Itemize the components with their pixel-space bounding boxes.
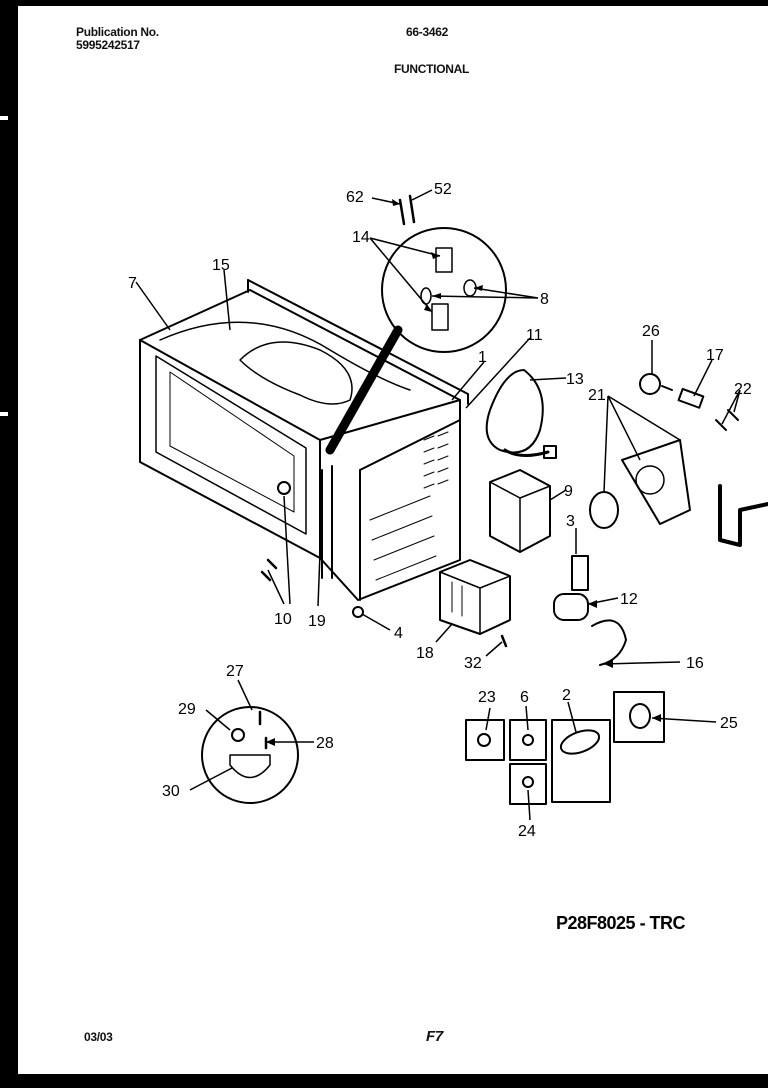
leader-1	[451, 361, 485, 401]
leader-29	[205, 709, 231, 731]
leader-2	[567, 701, 577, 733]
leader-10	[267, 495, 291, 605]
leader-7	[135, 281, 171, 331]
leader-4	[361, 613, 391, 631]
page-number: F7	[426, 1028, 443, 1045]
leader-24	[527, 789, 531, 821]
leader-14	[369, 237, 441, 313]
leader-32	[485, 641, 503, 657]
leader-16	[603, 661, 681, 665]
part-label-22: 22	[734, 381, 752, 398]
leader-23	[485, 707, 491, 731]
leader-11	[465, 337, 531, 409]
kit-box-24	[509, 763, 547, 805]
cabinet-top	[139, 289, 461, 441]
part-label-16: 16	[686, 655, 704, 672]
model-code: 66-3462	[406, 25, 448, 39]
leader-22	[721, 389, 741, 425]
leader-52	[411, 189, 433, 201]
part-label-12: 12	[620, 591, 638, 608]
leader-6	[525, 705, 529, 731]
capacitor	[553, 593, 589, 621]
kit-box-2	[551, 719, 611, 803]
part-label-18: 18	[416, 645, 434, 662]
leader-21	[603, 395, 681, 493]
leader-27	[237, 679, 253, 711]
part-label-32: 32	[464, 655, 482, 672]
part-label-23: 23	[478, 689, 496, 706]
magnetron	[489, 469, 551, 553]
leader-17	[693, 359, 713, 397]
model-number: P28F8025 - TRC	[556, 913, 686, 933]
leader-30	[189, 767, 233, 791]
footer-date: 03/03	[84, 1030, 113, 1044]
part-label-17: 17	[706, 347, 724, 364]
part-label-9: 9	[564, 483, 573, 500]
edge-mark	[0, 116, 8, 120]
leader-15	[223, 269, 231, 331]
part-label-19: 19	[308, 613, 326, 630]
detail-circle-switches	[381, 227, 507, 353]
cabinet-front-frame	[139, 339, 321, 559]
part-label-6: 6	[520, 689, 529, 706]
leader-19	[317, 499, 323, 607]
part-label-21: 21	[588, 387, 606, 404]
part-label-3: 3	[566, 513, 575, 530]
power-cord	[485, 369, 544, 454]
part-label-25: 25	[720, 715, 738, 732]
part-label-52: 52	[434, 181, 452, 198]
transformer	[439, 559, 511, 635]
part-label-24: 24	[518, 823, 536, 840]
leader-9	[549, 489, 567, 501]
kit-box-25	[613, 691, 665, 743]
part-label-28: 28	[316, 735, 334, 752]
leader-25	[651, 717, 717, 723]
part-label-10: 10	[274, 611, 292, 628]
part-label-8: 8	[540, 291, 549, 308]
publication-label: Publication No.	[76, 25, 159, 39]
part-label-30: 30	[162, 783, 180, 800]
part-label-2: 2	[562, 687, 571, 704]
kit-box-6	[509, 719, 547, 761]
part-label-11: 11	[526, 327, 543, 344]
section-title: FUNCTIONAL	[394, 62, 469, 76]
part-label-26: 26	[642, 323, 660, 340]
part-label-13: 13	[566, 371, 584, 388]
kit-box-23	[465, 719, 505, 761]
leader-13	[529, 377, 567, 381]
part-label-15: 15	[212, 257, 230, 274]
leader-18	[435, 623, 453, 643]
part-label-27: 27	[226, 663, 244, 680]
cabinet-door-opening	[155, 355, 307, 535]
part-label-7: 7	[128, 275, 137, 292]
part-label-4: 4	[394, 625, 403, 642]
part-label-29: 29	[178, 701, 196, 718]
part-label-1: 1	[478, 349, 487, 366]
part-label-14: 14	[352, 229, 370, 246]
edge-mark	[0, 412, 8, 416]
publication-number: 5995242517	[76, 38, 140, 52]
cabinet-side	[319, 399, 461, 601]
sheet	[18, 6, 768, 1074]
leader-8	[431, 287, 539, 299]
part-label-62: 62	[346, 189, 364, 206]
